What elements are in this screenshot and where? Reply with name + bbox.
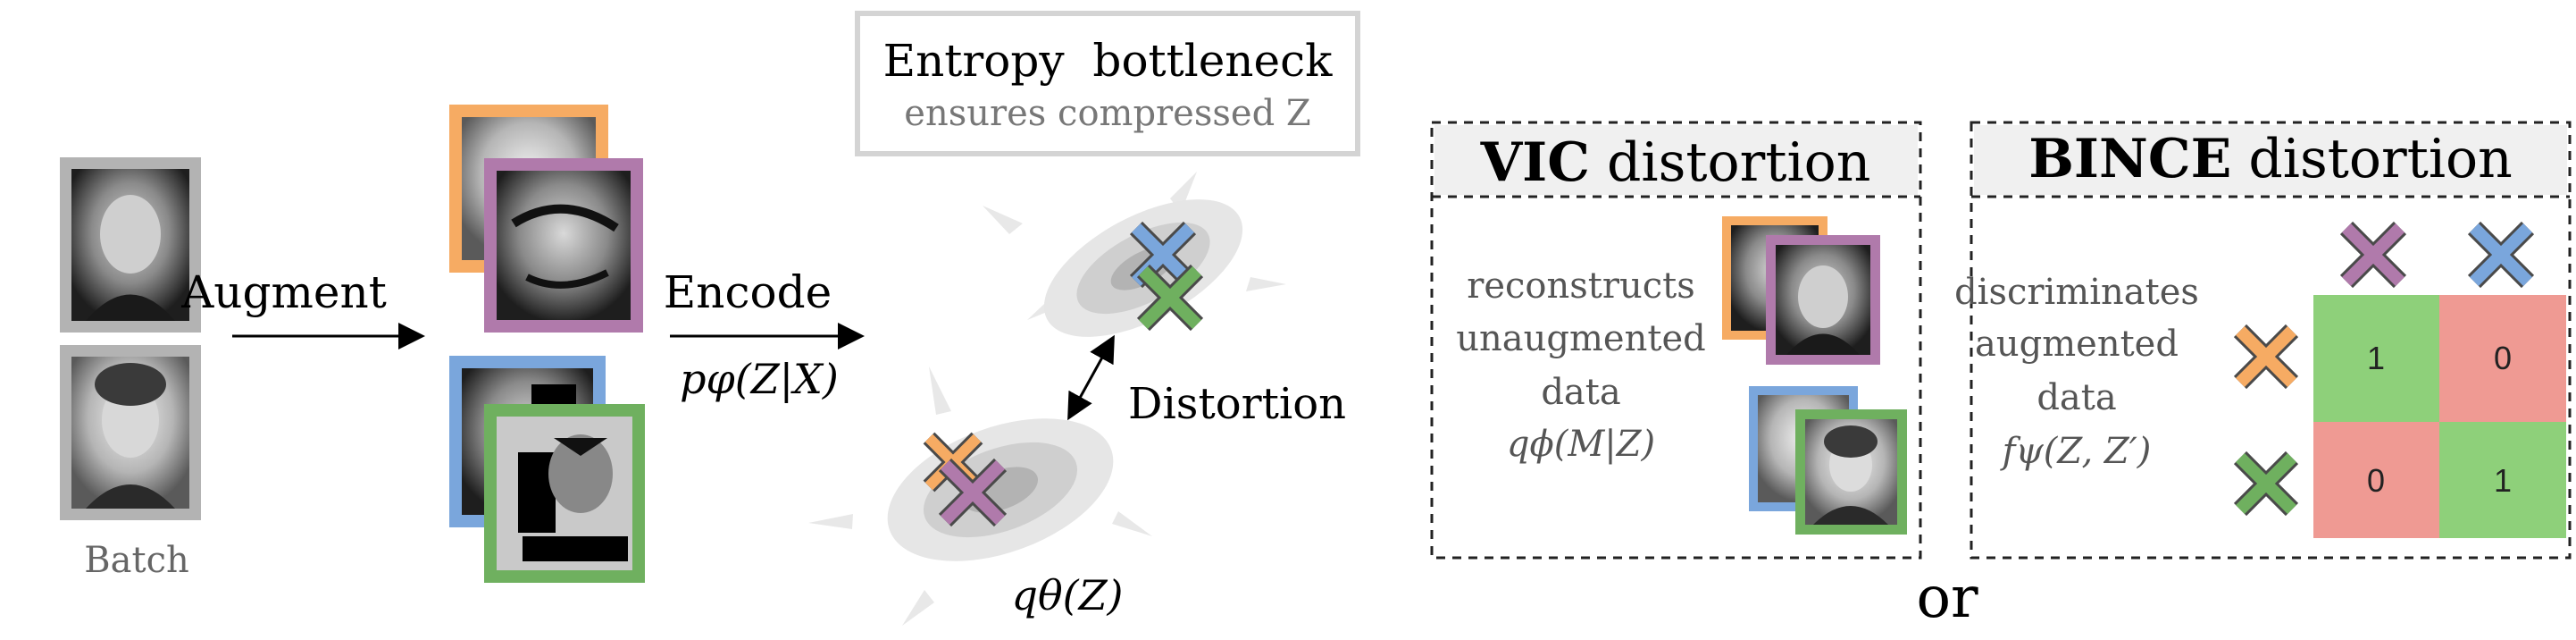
bince-row-marker-green xyxy=(2233,451,2299,517)
vic-desc-line-2: unaugmented xyxy=(1456,318,1705,359)
matrix-value-0-1: 0 xyxy=(2494,340,2512,376)
latent-distribution-lower xyxy=(887,418,1114,561)
prior-label: qθ(Z) xyxy=(1012,571,1124,619)
vic-formula: qϕ(M|Z) xyxy=(1507,424,1655,465)
bince-desc-line-2: augmented xyxy=(1975,324,2179,365)
batch-photo-1 xyxy=(60,157,201,333)
augment-label: Augment xyxy=(180,266,387,318)
matrix-cell-0-0 xyxy=(2313,295,2439,422)
or-label: or xyxy=(1916,565,1978,631)
vic-desc-line-3: data xyxy=(1541,372,1620,413)
vic-panel: VIC distortion reconstructs unaugmented … xyxy=(1430,121,1922,560)
distortion-label: Distortion xyxy=(1128,379,1346,429)
bince-col-marker-purple xyxy=(2339,221,2407,289)
bottleneck-subtitle: ensures compressed Z xyxy=(904,93,1310,134)
matrix-cell-1-1 xyxy=(2439,422,2566,538)
bince-title: BINCE distortion xyxy=(2028,128,2513,190)
vic-title: VIC distortion xyxy=(1480,131,1871,194)
vic-thumb-green xyxy=(1795,409,1907,535)
bince-formula: fψ(Z, Z′) xyxy=(2000,431,2152,472)
augmented-view-green xyxy=(484,404,645,583)
batch-label: Batch xyxy=(84,540,188,581)
vic-desc-line-1: reconstructs xyxy=(1467,265,1695,307)
matrix-value-0-0: 1 xyxy=(2367,340,2385,376)
matrix-cell-1-0 xyxy=(2313,422,2439,538)
bince-row-marker-orange xyxy=(2233,324,2299,390)
matrix-value-1-0: 0 xyxy=(2367,462,2385,499)
bince-panel: BINCE distortion discriminates augmented… xyxy=(1954,121,2572,560)
encode-label: Encode xyxy=(664,266,832,318)
bince-desc-line-3: data xyxy=(2037,377,2116,418)
bottleneck-title: Entropy bottleneck xyxy=(883,35,1334,87)
compression-arrows-lower xyxy=(808,366,1152,626)
distortion-arrow xyxy=(1067,334,1115,421)
augmented-view-purple xyxy=(484,158,643,333)
batch-photo-2 xyxy=(60,345,201,520)
latent-point-green xyxy=(1136,264,1204,332)
encoder-formula: pφ(Z|X) xyxy=(680,355,839,403)
bince-col-marker-blue xyxy=(2467,221,2535,289)
entropy-bottleneck-box: Entropy bottleneck ensures compressed Z xyxy=(855,11,1360,156)
latent-point-purple xyxy=(938,458,1008,527)
vic-thumb-purple xyxy=(1766,235,1880,365)
matrix-value-1-1: 1 xyxy=(2494,462,2512,499)
matrix-cell-0-1 xyxy=(2439,295,2566,422)
bince-desc-line-1: discriminates xyxy=(1954,272,2199,313)
